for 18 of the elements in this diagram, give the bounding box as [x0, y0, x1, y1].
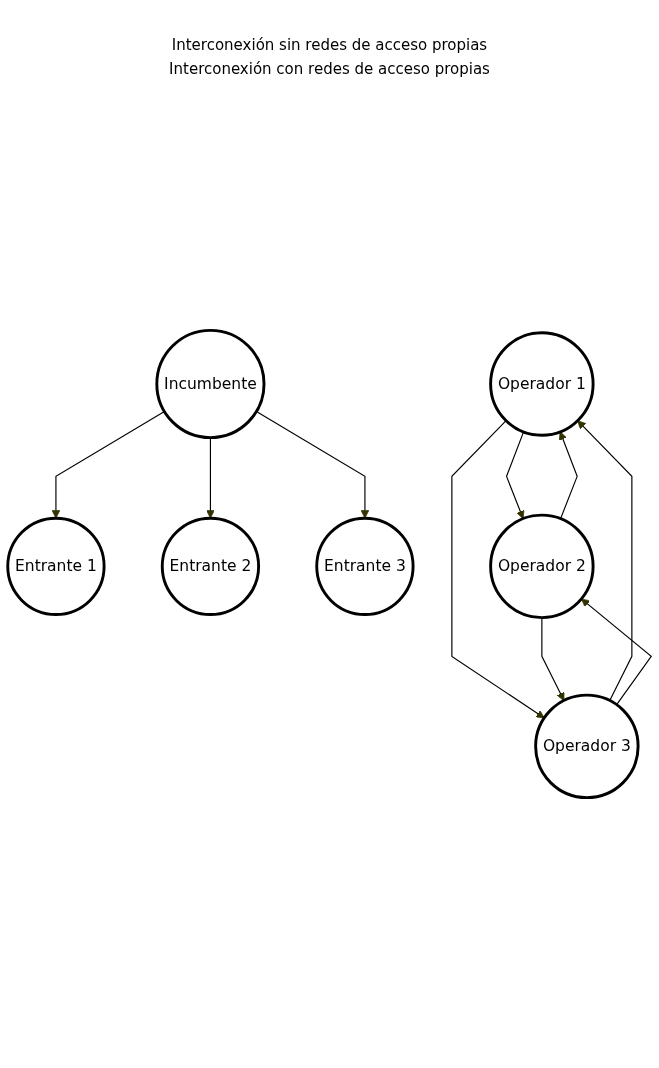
arrow: [577, 420, 633, 702]
node-circle: Entrante 2: [160, 516, 261, 616]
node-circle: Incumbente: [155, 328, 266, 440]
arrow: [541, 617, 565, 701]
node-circle: Entrante 3: [315, 516, 415, 616]
section-heading: Interconexión con redes de acceso propias: [168, 60, 491, 78]
arrow: [558, 431, 578, 520]
arrow: [255, 410, 370, 519]
node-circle: Entrante 1: [6, 516, 106, 616]
arrow: [505, 431, 525, 520]
node-circle: Operador 3: [534, 693, 640, 800]
arrow: [51, 410, 165, 519]
section-heading: Interconexión sin redes de acceso propias: [170, 36, 489, 54]
arrow: [206, 437, 215, 519]
arrow: [451, 420, 545, 719]
node-circle: Operador 1: [489, 331, 595, 437]
arrow: [581, 598, 653, 706]
node-circle: Operador 2: [489, 513, 595, 620]
